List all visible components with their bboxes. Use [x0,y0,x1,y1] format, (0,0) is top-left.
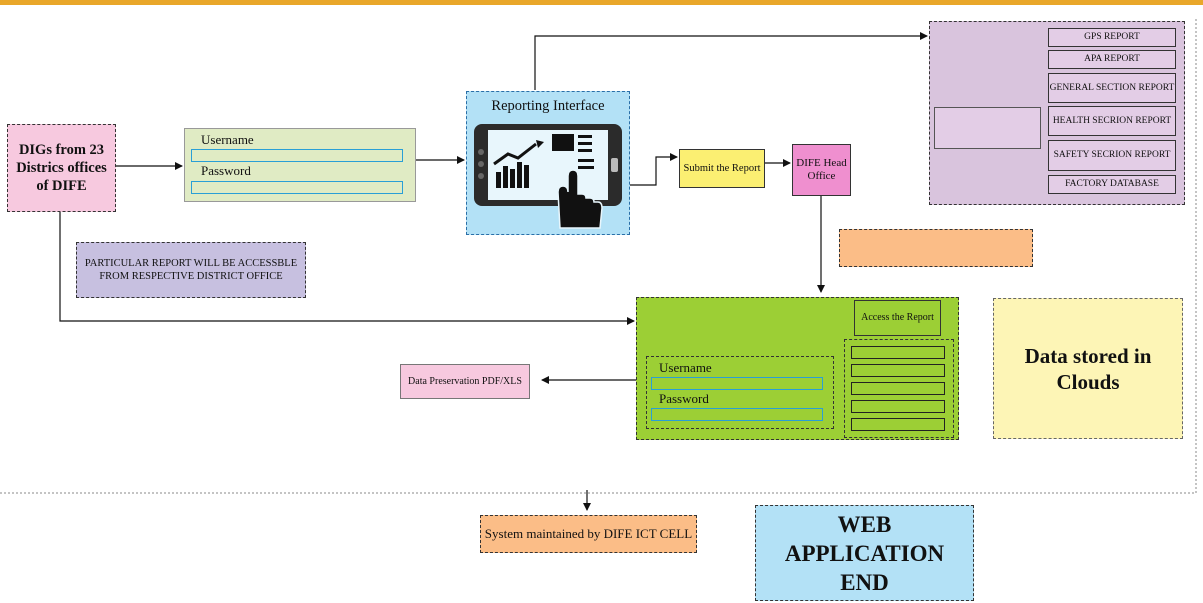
cloud-storage-box: Data stored in Clouds [993,298,1183,439]
arrow-interface-to-reports [534,32,928,90]
reports-preview-box [934,107,1041,149]
access-report-text: Access the Report [861,312,934,323]
cloud-storage-text: Data stored in Clouds [1024,343,1152,394]
submit-report-text: Submit the Report [683,163,761,174]
digs-box-text: DIGs from 23 Districs offices of DIFE [16,142,107,194]
top-accent-bar [0,0,1203,5]
report-slot[interactable] [851,418,945,431]
password-field[interactable] [191,181,403,194]
safety-section-report-item[interactable]: SAFETY SECRION REPORT [1048,140,1176,171]
login-form: Username Password [184,128,416,202]
general-section-report-item[interactable]: GENERAL SECTION REPORT [1048,73,1176,103]
report-list-frame [844,339,954,438]
health-section-report-item[interactable]: HEALTH SECRION REPORT [1048,106,1176,136]
report-slot[interactable] [851,382,945,395]
apa-report-item[interactable]: APA REPORT [1048,50,1176,69]
web-application-end-box: WEB APPLICATION END [755,505,974,601]
report-slot[interactable] [851,364,945,377]
access-password-label: Password [659,391,709,406]
reporting-interface-title: Reporting Interface [491,98,605,114]
arrow-interface-to-submit [630,153,678,186]
gps-report-item[interactable]: GPS REPORT [1048,28,1176,47]
report-slot[interactable] [851,346,945,359]
arrow-digs-to-access [59,212,635,325]
submit-report-box: Submit the Report [679,149,765,188]
username-field[interactable] [191,149,403,162]
data-preservation-box: Data Preservation PDF/XLS [400,364,530,399]
web-application-end-text: WEB APPLICATION END [784,511,945,595]
report-slot[interactable] [851,400,945,413]
digs-district-offices-box: DIGs from 23 Districs offices of DIFE [7,124,116,212]
system-maintained-text: System maintained by DIFE ICT CELL [484,526,693,541]
access-login-form: Username Password [646,356,834,429]
tablet-chart-icon [474,124,622,229]
password-label: Password [201,163,251,178]
particular-report-note: PARTICULAR REPORT WILL BE ACCESSBLE FROM… [76,242,306,298]
access-username-field[interactable] [651,377,823,390]
access-report-button[interactable]: Access the Report [854,300,941,336]
orange-blank-box [839,229,1033,267]
reporting-interface-box: Reporting Interface [466,91,630,235]
head-office-text: DIFE Head Office [796,157,847,182]
data-preservation-text: Data Preservation PDF/XLS [408,375,522,387]
factory-database-item[interactable]: FACTORY DATABASE [1048,175,1176,194]
particular-report-text: PARTICULAR REPORT WILL BE ACCESSBLE FROM… [84,258,298,282]
system-maintained-box: System maintained by DIFE ICT CELL [480,515,697,553]
access-username-label: Username [659,360,712,375]
access-password-field[interactable] [651,408,823,421]
dife-head-office-box: DIFE Head Office [792,144,851,196]
username-label: Username [201,132,254,147]
web-boundary-line [0,18,1197,494]
